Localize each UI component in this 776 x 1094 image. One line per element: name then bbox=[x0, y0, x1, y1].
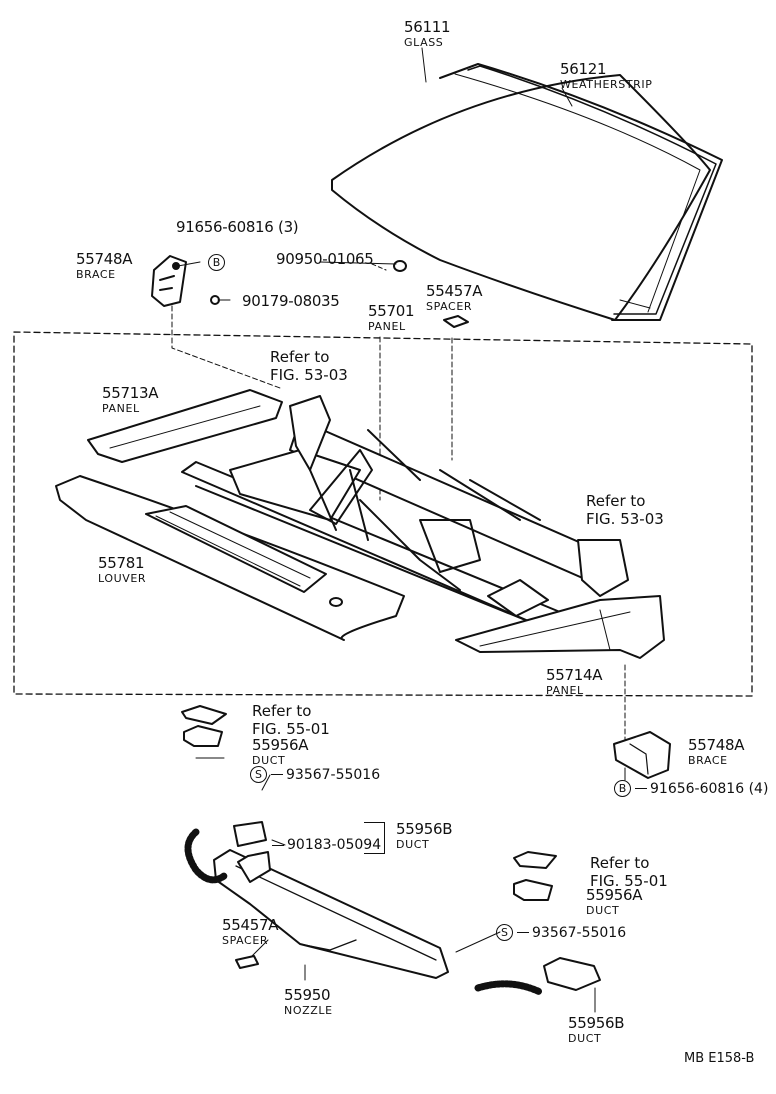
label-spacer-top: 55457A SPACER bbox=[426, 282, 483, 313]
louver-drawing bbox=[55, 475, 405, 641]
leader-dash bbox=[635, 788, 647, 789]
spacer-top-drawing bbox=[443, 315, 469, 328]
label-screw-upper: S 93567-55016 bbox=[250, 766, 380, 783]
label-duct-a-lower: 55956A DUCT bbox=[586, 886, 643, 917]
spacer-bottom-drawing bbox=[235, 955, 259, 969]
ref-fig5303-right: Refer to FIG. 53-03 bbox=[586, 492, 664, 528]
bolt-symbol-icon: B bbox=[614, 780, 631, 797]
label-duct-b-upper: 55956B DUCT bbox=[396, 820, 453, 851]
label-clip: 90950-01065 bbox=[276, 250, 374, 268]
label-glass: 56111 GLASS bbox=[404, 18, 451, 49]
label-bolt-symbol-left: B bbox=[208, 254, 229, 271]
label-spacer-bottom: 55457A SPACER bbox=[222, 916, 279, 947]
panel-left-drawing bbox=[87, 389, 283, 463]
label-panel-left: 55713A PANEL bbox=[102, 384, 159, 415]
leader-dash bbox=[517, 932, 529, 933]
label-duct-a-upper: 55956A DUCT bbox=[252, 736, 309, 767]
ref-fig5303-left: Refer to FIG. 53-03 bbox=[270, 348, 348, 384]
cowl-panel-drawing bbox=[181, 395, 629, 627]
label-screw-lower: S 93567-55016 bbox=[496, 924, 626, 941]
left-brace-drawing bbox=[151, 255, 220, 307]
leader-lines bbox=[171, 47, 626, 1013]
label-cowl-panel: 55701 PANEL bbox=[368, 302, 415, 333]
callout-bracket bbox=[364, 822, 385, 854]
ref-fig5501-lower: Refer to FIG. 55-01 bbox=[590, 854, 668, 890]
label-weatherstrip: 56121 WEATHERSTRIP bbox=[560, 60, 653, 91]
bolt-symbol-icon: B bbox=[208, 254, 225, 271]
lower-duct-drawing bbox=[474, 851, 601, 996]
label-louver: 55781 LOUVER bbox=[98, 554, 147, 585]
ref-fig5501-upper: Refer to FIG. 55-01 bbox=[252, 702, 330, 738]
label-panel-right: 55714A PANEL bbox=[546, 666, 603, 697]
nozzle-drawing bbox=[184, 821, 449, 979]
label-brace-right: 55748A BRACE bbox=[688, 736, 745, 767]
label-brace-left: 55748A BRACE bbox=[76, 250, 133, 281]
screw-symbol-icon: S bbox=[250, 766, 267, 783]
label-duct-b-lower: 55956B DUCT bbox=[568, 1014, 625, 1045]
label-bolt-top: 91656-60816 (3) bbox=[176, 218, 299, 236]
windshield-glass-drawing bbox=[331, 63, 723, 321]
clip-drawing bbox=[393, 260, 407, 272]
figure-code: MB E158-B bbox=[684, 1051, 755, 1066]
leader-dash bbox=[271, 774, 283, 775]
screw-symbol-icon: S bbox=[496, 924, 513, 941]
label-clip-nozzle: 90183-05094 bbox=[272, 838, 381, 852]
assembly-outline bbox=[13, 331, 753, 697]
right-brace-drawing bbox=[613, 731, 671, 779]
label-nut: 90179-08035 bbox=[242, 292, 340, 310]
label-bolt-right: B 91656-60816 (4) bbox=[614, 780, 768, 797]
upper-duct-drawing bbox=[181, 705, 227, 747]
label-nozzle: 55950 NOZZLE bbox=[284, 986, 333, 1017]
leader-dash bbox=[272, 844, 284, 846]
panel-right-drawing bbox=[455, 595, 665, 659]
